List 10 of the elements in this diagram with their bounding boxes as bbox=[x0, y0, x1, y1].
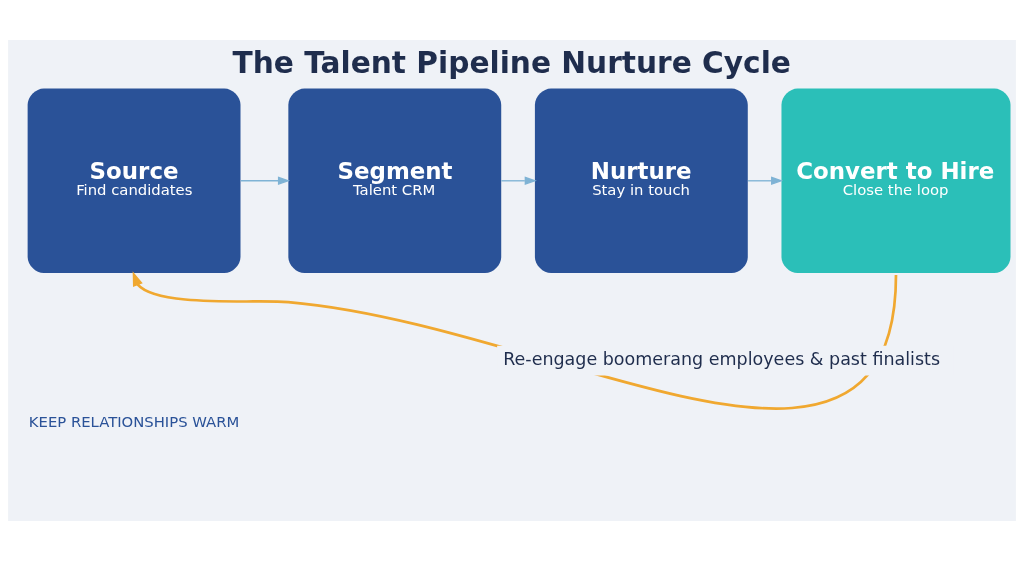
arrow bbox=[240, 176, 291, 186]
arrow bbox=[500, 176, 537, 186]
node-box: Convert to Hire Close the loop bbox=[781, 88, 1011, 274]
node-box: Segment Talent CRM bbox=[288, 88, 502, 274]
label: KEEP RELATIONSHIPS WARM bbox=[28, 413, 240, 431]
node-box: Source Find candidates bbox=[27, 88, 241, 274]
edge-label: Re-engage boomerang employees & past finalists bbox=[503, 349, 941, 370]
arrow bbox=[747, 176, 784, 186]
diagram-title: The Talent Pipeline Nurture Cycle bbox=[232, 45, 791, 81]
node-box: Nurture Stay in touch bbox=[534, 88, 748, 274]
